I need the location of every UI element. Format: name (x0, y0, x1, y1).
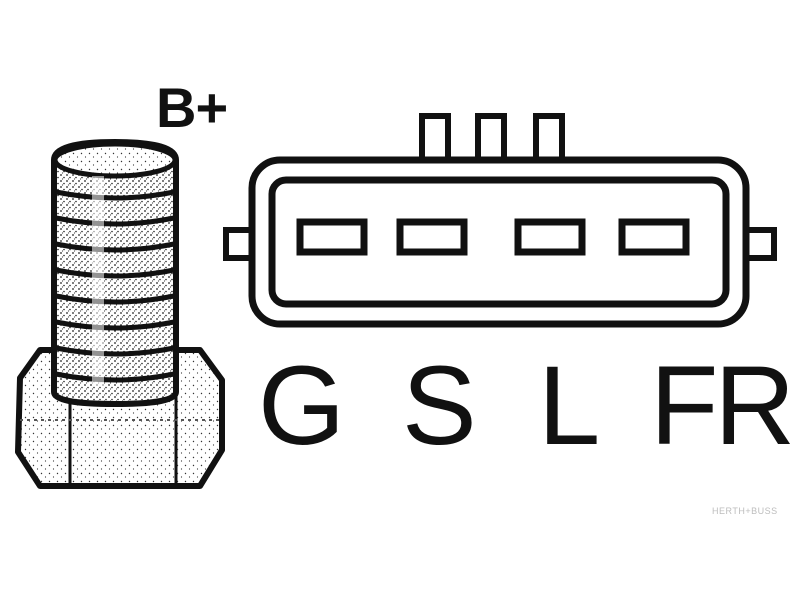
connector-inner-shell (268, 176, 730, 308)
pin-label-l: L (538, 343, 601, 468)
pin-socket-fr (618, 218, 690, 256)
pin-socket-l (514, 218, 586, 256)
pin-label-fr: FR (650, 343, 795, 468)
bolt-threads (55, 189, 175, 383)
terminal-label: B+ (156, 76, 228, 139)
connector-plug (223, 113, 777, 328)
pin-socket-g (296, 218, 368, 256)
bolt-shaft-top (52, 141, 178, 179)
watermark: HERTH+BUSS (712, 506, 778, 516)
terminal-bolt (15, 138, 225, 489)
pin-label-s: S (402, 343, 477, 468)
pin-socket-s (396, 218, 468, 256)
pin-label-g: G (258, 343, 346, 468)
bolt-highlight (92, 176, 104, 386)
